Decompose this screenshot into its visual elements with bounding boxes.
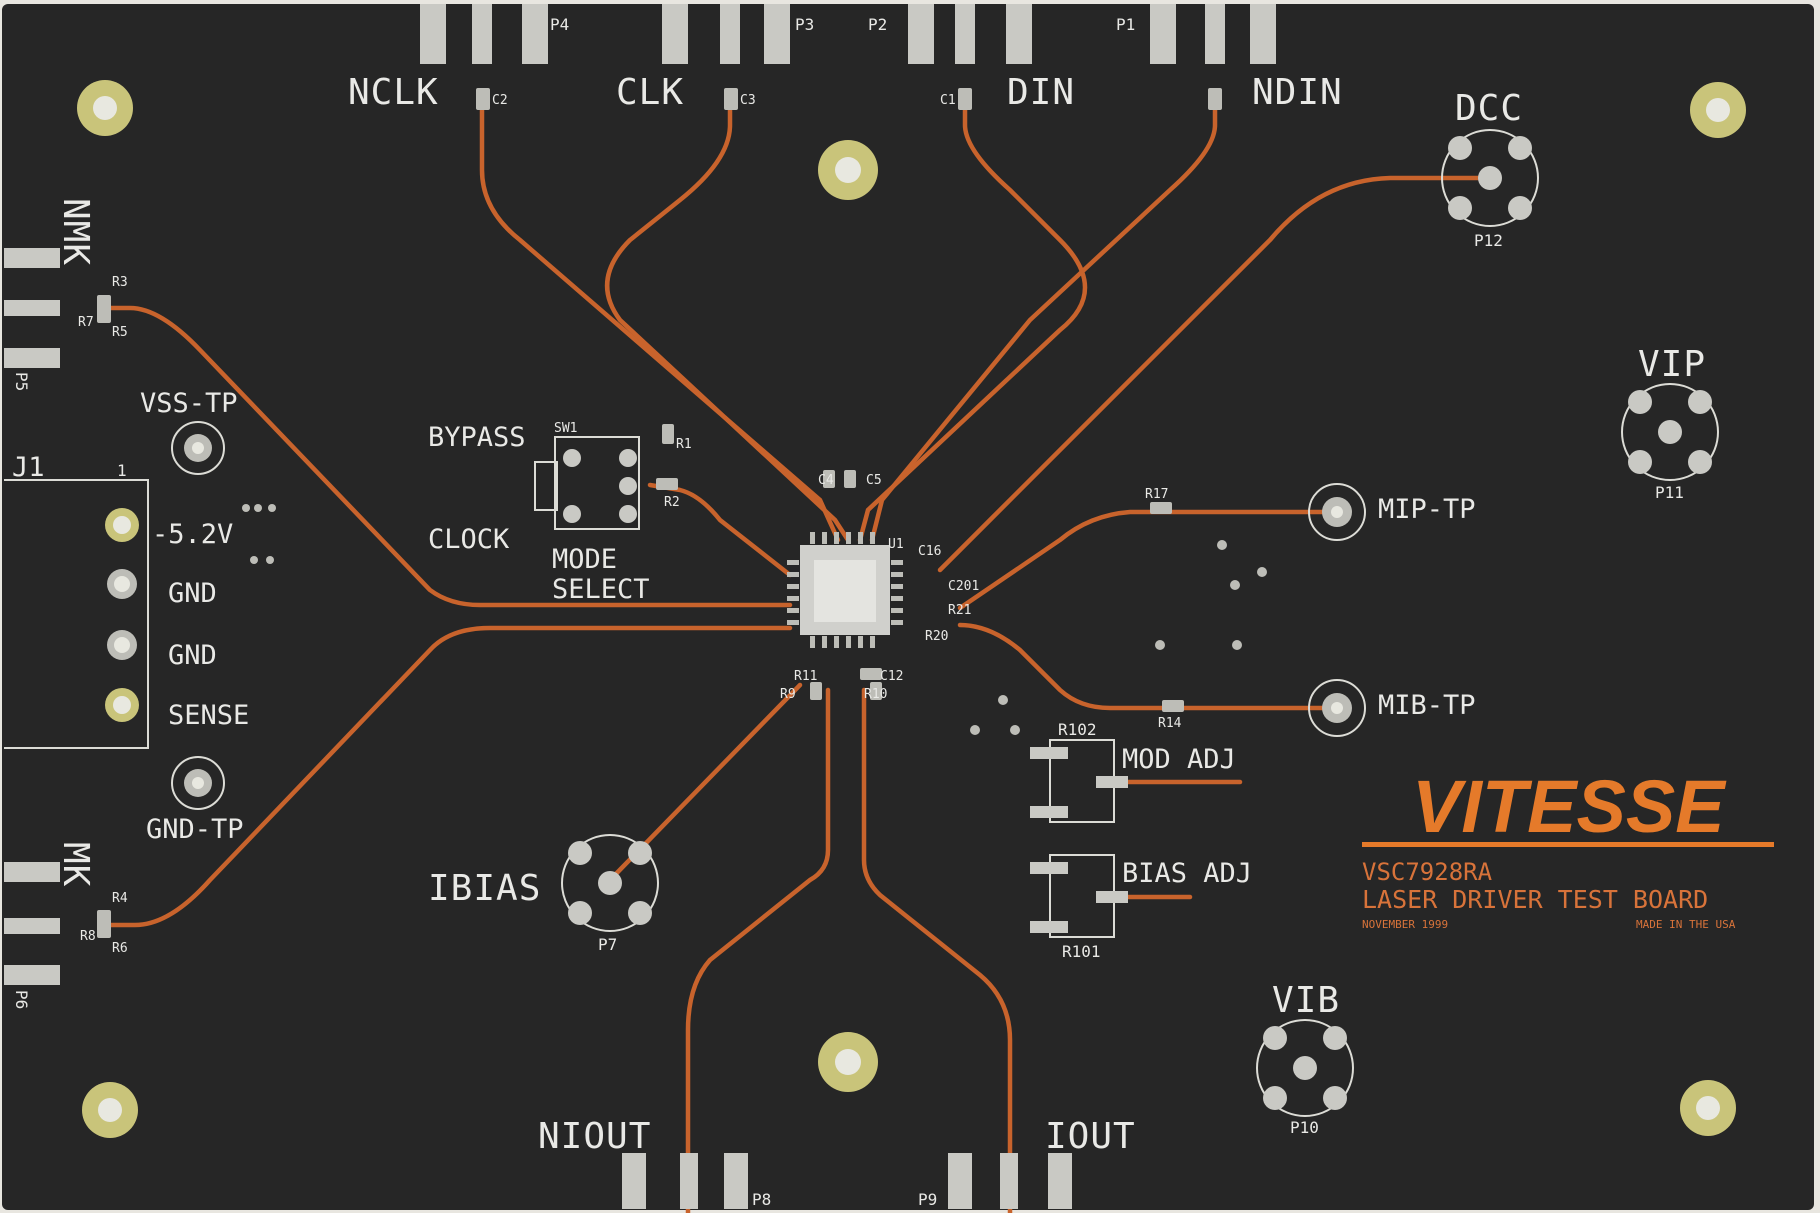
copper-traces	[105, 107, 1493, 1213]
refdes-p4: P4	[550, 15, 569, 34]
label-vip: VIP	[1638, 344, 1706, 385]
refdes-p12: P12	[1474, 231, 1503, 250]
label-mod-adj: MOD ADJ	[1122, 744, 1236, 775]
refdes-p7: P7	[598, 935, 617, 954]
label-mode: MODE	[552, 544, 617, 575]
refdes-r8: R8	[80, 929, 96, 944]
top-edge-pads	[420, 4, 1276, 64]
refdes-p6: P6	[12, 990, 31, 1009]
refdes-c5: C5	[866, 473, 882, 488]
refdes-r14: R14	[1158, 716, 1182, 731]
refdes-r11: R11	[794, 669, 817, 684]
label-niout: NIOUT	[538, 1116, 651, 1157]
refdes-c12: C12	[880, 669, 903, 684]
label-mk: MK	[55, 842, 96, 887]
refdes-r7: R7	[78, 315, 94, 330]
refdes-p9: P9	[918, 1190, 937, 1209]
label-mib-tp: MIB-TP	[1378, 690, 1476, 721]
bottom-edge-pads	[622, 1153, 1072, 1209]
label-iout: IOUT	[1045, 1116, 1136, 1157]
refdes-r101: R101	[1062, 942, 1101, 961]
label-gnd-1: GND	[168, 578, 217, 609]
refdes-p2: P2	[868, 15, 887, 34]
j1-connector	[4, 479, 149, 749]
label-clk: CLK	[616, 72, 684, 113]
brand-logo: VITESSE	[1412, 765, 1727, 848]
refdes-p10: P10	[1290, 1118, 1319, 1137]
label-gnd-2: GND	[168, 640, 217, 671]
label-ibias: IBIAS	[428, 868, 541, 909]
refdes-r17: R17	[1145, 487, 1168, 502]
label-gnd-tp: GND-TP	[146, 814, 244, 845]
refdes-c201: C201	[948, 579, 979, 594]
refdes-r4: R4	[112, 891, 128, 906]
refdes-p11: P11	[1655, 483, 1684, 502]
label-vib: VIB	[1272, 980, 1340, 1021]
sw1-switch	[534, 436, 640, 530]
refdes-r3: R3	[112, 275, 128, 290]
label-sense: SENSE	[168, 700, 249, 731]
date-note: NOVEMBER 1999	[1362, 918, 1448, 931]
left-edge-pads	[4, 248, 60, 985]
label-vss-tp: VSS-TP	[140, 388, 238, 419]
label-select: SELECT	[552, 574, 650, 605]
refdes-r20: R20	[925, 629, 948, 644]
origin-note: MADE IN THE USA	[1636, 918, 1736, 931]
refdes-r1: R1	[676, 437, 692, 452]
sma-footprints	[561, 129, 1719, 1117]
refdes-r10: R10	[864, 687, 887, 702]
label-clock: CLOCK	[428, 524, 510, 555]
label-nclk: NCLK	[348, 72, 439, 113]
part-number: VSC7928RA	[1362, 858, 1493, 886]
refdes-p5: P5	[12, 372, 31, 391]
label-nmk: NMK	[55, 198, 96, 266]
refdes-r9: R9	[780, 687, 796, 702]
label-neg-5v2: -5.2V	[152, 519, 233, 550]
label-bypass: BYPASS	[428, 422, 526, 453]
label-din: DIN	[1007, 72, 1075, 113]
smd-parts	[97, 88, 1222, 938]
label-ndin: NDIN	[1252, 72, 1343, 113]
label-j1: J1	[12, 452, 45, 483]
label-mip-tp: MIP-TP	[1378, 494, 1476, 525]
label-j1-pin1: 1	[117, 461, 127, 480]
refdes-p8: P8	[752, 1190, 771, 1209]
refdes-sw1: SW1	[554, 421, 577, 436]
label-bias-adj: BIAS ADJ	[1122, 858, 1252, 889]
board-title: LASER DRIVER TEST BOARD	[1362, 885, 1708, 914]
refdes-u1: U1	[888, 537, 904, 552]
refdes-c3: C3	[740, 93, 756, 108]
refdes-r102: R102	[1058, 720, 1097, 739]
refdes-c2: C2	[492, 93, 508, 108]
refdes-r5: R5	[112, 325, 128, 340]
test-points	[171, 421, 1366, 810]
refdes-r2: R2	[664, 495, 680, 510]
refdes-r21: R21	[948, 603, 971, 618]
refdes-c1: C1	[940, 93, 956, 108]
refdes-p3: P3	[795, 15, 814, 34]
brand-underline	[1362, 842, 1774, 847]
potentiometers	[1030, 739, 1128, 938]
ic-u1	[787, 532, 903, 648]
refdes-r6: R6	[112, 941, 128, 956]
mounting-holes	[77, 80, 1746, 1138]
label-dcc: DCC	[1455, 88, 1523, 129]
refdes-p1: P1	[1116, 15, 1135, 34]
vias	[242, 504, 1267, 735]
refdes-c16: C16	[918, 544, 941, 559]
refdes-c4: C4	[818, 473, 834, 488]
pcb-substrate	[2, 4, 1814, 1210]
